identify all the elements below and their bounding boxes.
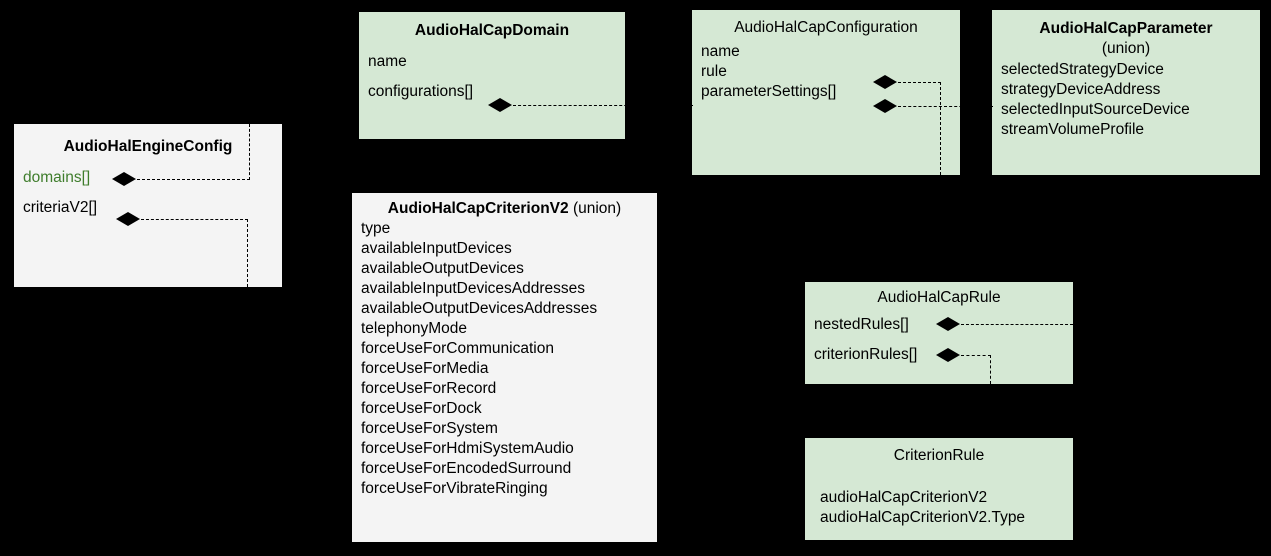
node-criterion-rule[interactable]: CriterionRule audioHalCapCriterionV2 aud…: [804, 437, 1074, 541]
field-force-use-for-vibrate-ringing: forceUseForVibrateRinging: [361, 480, 548, 497]
field-force-use-for-communication: forceUseForCommunication: [361, 340, 554, 357]
field-strategy-device-address: strategyDeviceAddress: [1001, 81, 1161, 98]
field-force-use-for-encoded-surround: forceUseForEncodedSurround: [361, 460, 572, 477]
field-stream-volume-profile: streamVolumeProfile: [1001, 121, 1145, 138]
field-nested-rules: nestedRules[]: [814, 316, 909, 333]
field-name: name: [368, 53, 407, 70]
field-force-use-for-media: forceUseForMedia: [361, 360, 489, 377]
node-audio-hal-cap-parameter[interactable]: AudioHalCapParameter (union) selectedStr…: [991, 9, 1261, 176]
field-configurations: configurations[]: [368, 83, 474, 100]
field-criterion-rules: criterionRules[]: [814, 346, 918, 363]
node-audio-hal-cap-domain[interactable]: AudioHalCapDomain name configurations[]: [358, 11, 626, 140]
field-config-name: name: [701, 43, 740, 60]
node-audio-hal-cap-rule[interactable]: AudioHalCapRule nestedRules[] criterionR…: [804, 281, 1074, 385]
field-force-use-for-system: forceUseForSystem: [361, 420, 498, 437]
node-title-criterion-rule: CriterionRule: [893, 447, 985, 464]
field-available-input-devices-addresses: availableInputDevicesAddresses: [361, 280, 586, 297]
field-type: type: [361, 220, 391, 237]
field-force-use-for-record: forceUseForRecord: [361, 380, 497, 397]
node-title-audio-hal-cap-rule: AudioHalCapRule: [877, 289, 1001, 306]
node-title-audio-hal-cap-configuration: AudioHalCapConfiguration: [734, 19, 918, 36]
field-parameter-settings: parameterSettings[]: [701, 83, 837, 100]
field-available-input-devices: availableInputDevices: [361, 240, 512, 257]
field-selected-input-source-device: selectedInputSourceDevice: [1001, 101, 1190, 118]
field-criteria-v2: criteriaV2[]: [23, 199, 98, 216]
node-title-audio-hal-cap-parameter: AudioHalCapParameter: [1039, 20, 1213, 37]
field-available-output-devices: availableOutputDevices: [361, 260, 524, 277]
criterion-v2-union-text: (union): [572, 200, 622, 217]
field-telephony-mode: telephonyMode: [361, 320, 467, 337]
node-title-audio-hal-cap-domain: AudioHalCapDomain: [414, 22, 570, 39]
field-selected-strategy-device: selectedStrategyDevice: [1001, 61, 1164, 78]
node-title-audio-hal-cap-criterion-v2: AudioHalCapCriterionV2 (union): [352, 199, 657, 219]
field-force-use-for-hdmi-system-audio: forceUseForHdmiSystemAudio: [361, 440, 574, 457]
criterion-v2-title-text: AudioHalCapCriterionV2: [387, 200, 569, 217]
node-audio-hal-cap-configuration[interactable]: AudioHalCapConfiguration name rule param…: [691, 9, 961, 176]
node-subtitle-audio-hal-cap-parameter: (union): [1101, 40, 1151, 57]
field-audio-hal-cap-criterion-v2-type: audioHalCapCriterionV2.Type: [820, 509, 1026, 526]
node-title-audio-hal-engine-config: AudioHalEngineConfig: [63, 138, 233, 155]
node-audio-hal-engine-config[interactable]: AudioHalEngineConfig domains[] criteriaV…: [13, 123, 283, 288]
field-audio-hal-cap-criterion-v2: audioHalCapCriterionV2: [820, 489, 988, 506]
field-available-output-devices-addresses: availableOutputDevicesAddresses: [361, 300, 598, 317]
node-audio-hal-cap-criterion-v2[interactable]: AudioHalCapCriterionV2 (union) type avai…: [351, 192, 658, 543]
field-force-use-for-dock: forceUseForDock: [361, 400, 482, 417]
field-domains: domains[]: [23, 169, 91, 186]
field-rule: rule: [701, 63, 727, 80]
